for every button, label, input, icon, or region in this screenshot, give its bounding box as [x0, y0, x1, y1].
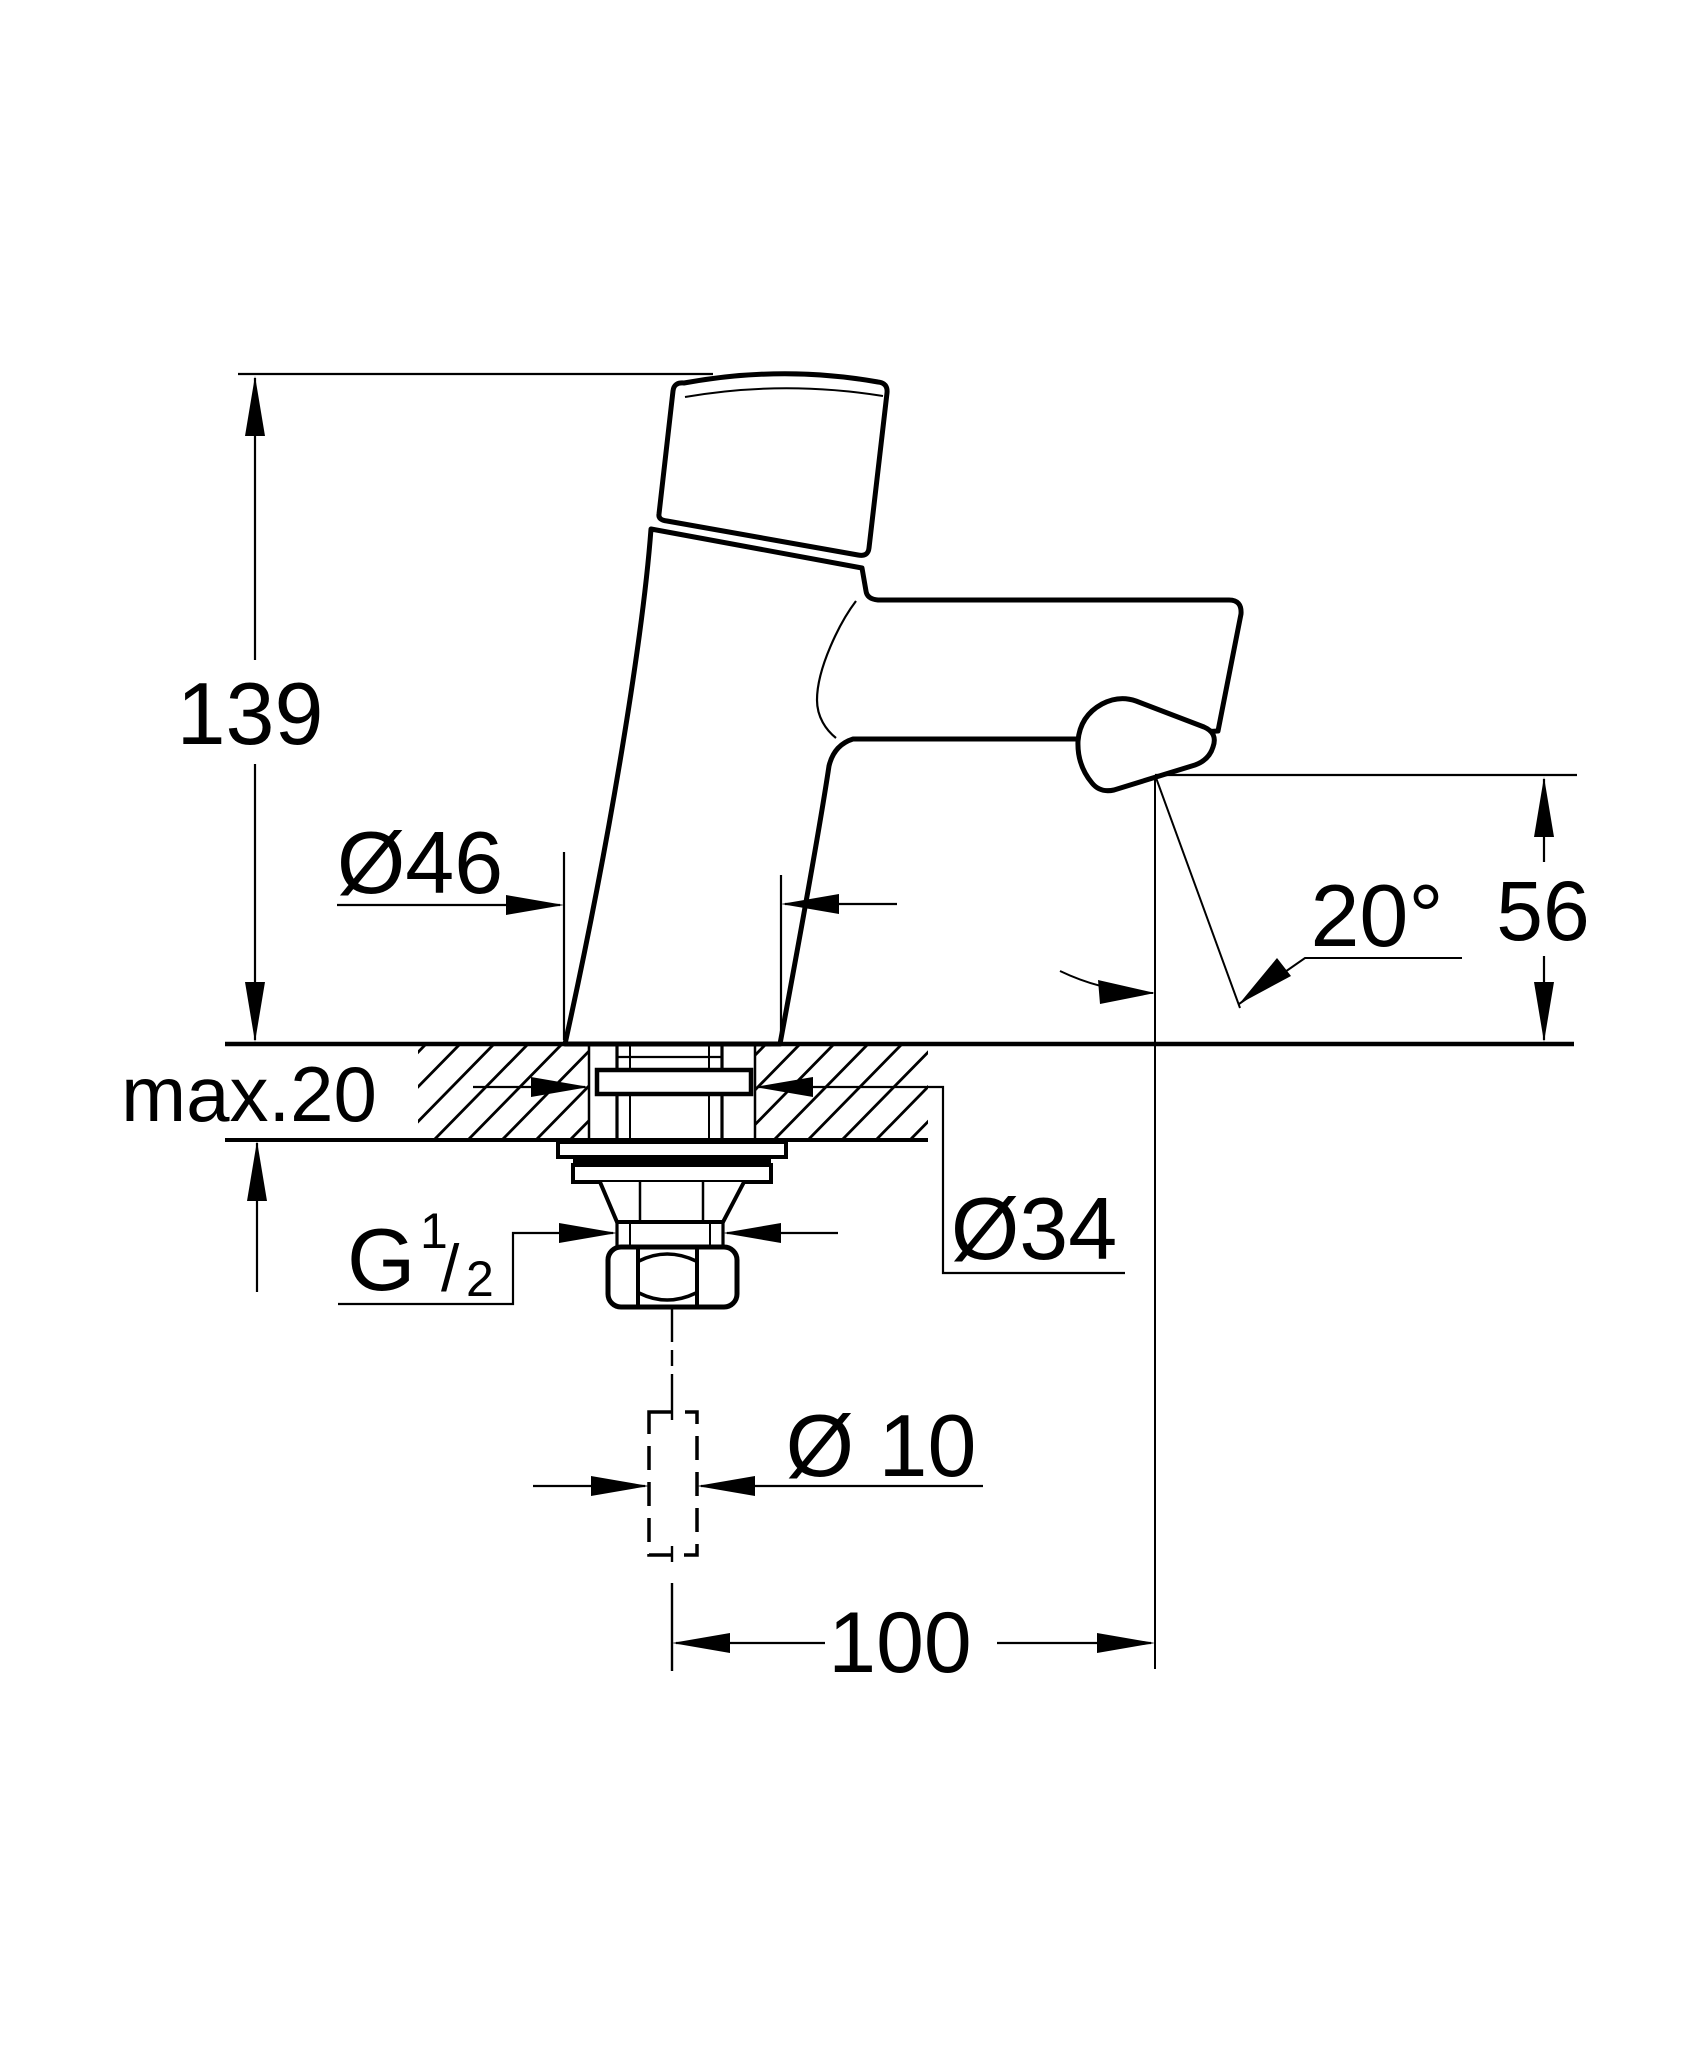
dim-body-diameter — [337, 852, 897, 1040]
label-spout-reach: 100 — [828, 1595, 972, 1691]
label-overall-height: 139 — [177, 664, 324, 763]
label-thread-sup: 1 — [420, 1203, 448, 1259]
tap-outline — [562, 371, 1244, 1047]
arrow-right-icon — [531, 1077, 589, 1097]
dim-supply-pipe — [533, 1476, 983, 1496]
lock-flange — [571, 1163, 773, 1184]
dim-spout-angle — [1059, 774, 1462, 1669]
leader-line — [759, 1085, 1125, 1275]
shank-through-counter — [594, 1044, 754, 1140]
arrow-down-icon — [245, 982, 265, 1042]
dim-overall-height — [238, 372, 713, 1042]
under-counter-stack — [556, 1140, 788, 1671]
dim-shank-diameter — [473, 1077, 1125, 1275]
flange-groove — [573, 1157, 771, 1165]
arrow-up-icon — [1534, 777, 1554, 837]
counter-section — [225, 1041, 1574, 1142]
dim-spout-reach — [672, 1633, 1155, 1653]
label-max-deck: max.20 — [121, 1050, 377, 1138]
label-thread-sub: 2 — [466, 1251, 494, 1307]
tap-cap-knob — [656, 371, 890, 558]
arrow-up-icon — [245, 376, 265, 436]
label-thread: G 1 / 2 — [347, 1203, 494, 1309]
tap-aerator-nozzle — [1075, 696, 1217, 794]
arrow-right-icon — [591, 1476, 649, 1496]
label-shank-diameter: Ø34 — [951, 1179, 1117, 1278]
label-thread-g: G — [347, 1210, 415, 1309]
neck-fillet-line — [815, 600, 857, 739]
thread-neck — [615, 1222, 725, 1247]
arrow-right-icon — [506, 895, 564, 915]
shank-cone — [598, 1181, 746, 1224]
arrow-up-icon — [247, 1141, 267, 1201]
arrow-left-icon — [672, 1633, 730, 1653]
arrow-down-icon — [1534, 982, 1554, 1042]
hex-nut — [605, 1244, 740, 1310]
label-body-diameter: Ø46 — [337, 813, 503, 912]
leader-arrow-icon — [1239, 958, 1291, 1004]
label-supply-pipe: Ø 10 — [786, 1396, 977, 1495]
supply-pipe-dashed — [647, 1410, 699, 1557]
arrow-left-icon — [697, 1476, 755, 1496]
arrow-left-icon — [723, 1223, 781, 1243]
arc-arrow-icon — [1098, 980, 1155, 1004]
label-thread-slash: / — [441, 1231, 460, 1305]
angled-stream-line — [1154, 774, 1241, 1009]
dim-max-deck-thickness — [247, 1141, 267, 1292]
arrow-right-icon — [559, 1223, 617, 1243]
arrow-left-icon — [781, 894, 839, 914]
dimension-labels: 139 Ø46 max.20 Ø34 Ø 10 100 20° 56 G 1 /… — [121, 664, 1590, 1691]
label-spout-height: 56 — [1496, 864, 1589, 958]
washer — [594, 1067, 754, 1097]
dim-thread — [338, 1223, 838, 1306]
escutcheon-flange — [556, 1140, 788, 1159]
arrow-right-icon — [1097, 1633, 1155, 1653]
arrow-left-icon — [755, 1077, 813, 1097]
cap-top-inner-line — [684, 387, 884, 398]
label-spout-angle: 20° — [1310, 866, 1443, 965]
tap-body — [562, 526, 1244, 1047]
dim-spout-height — [1155, 773, 1577, 1042]
